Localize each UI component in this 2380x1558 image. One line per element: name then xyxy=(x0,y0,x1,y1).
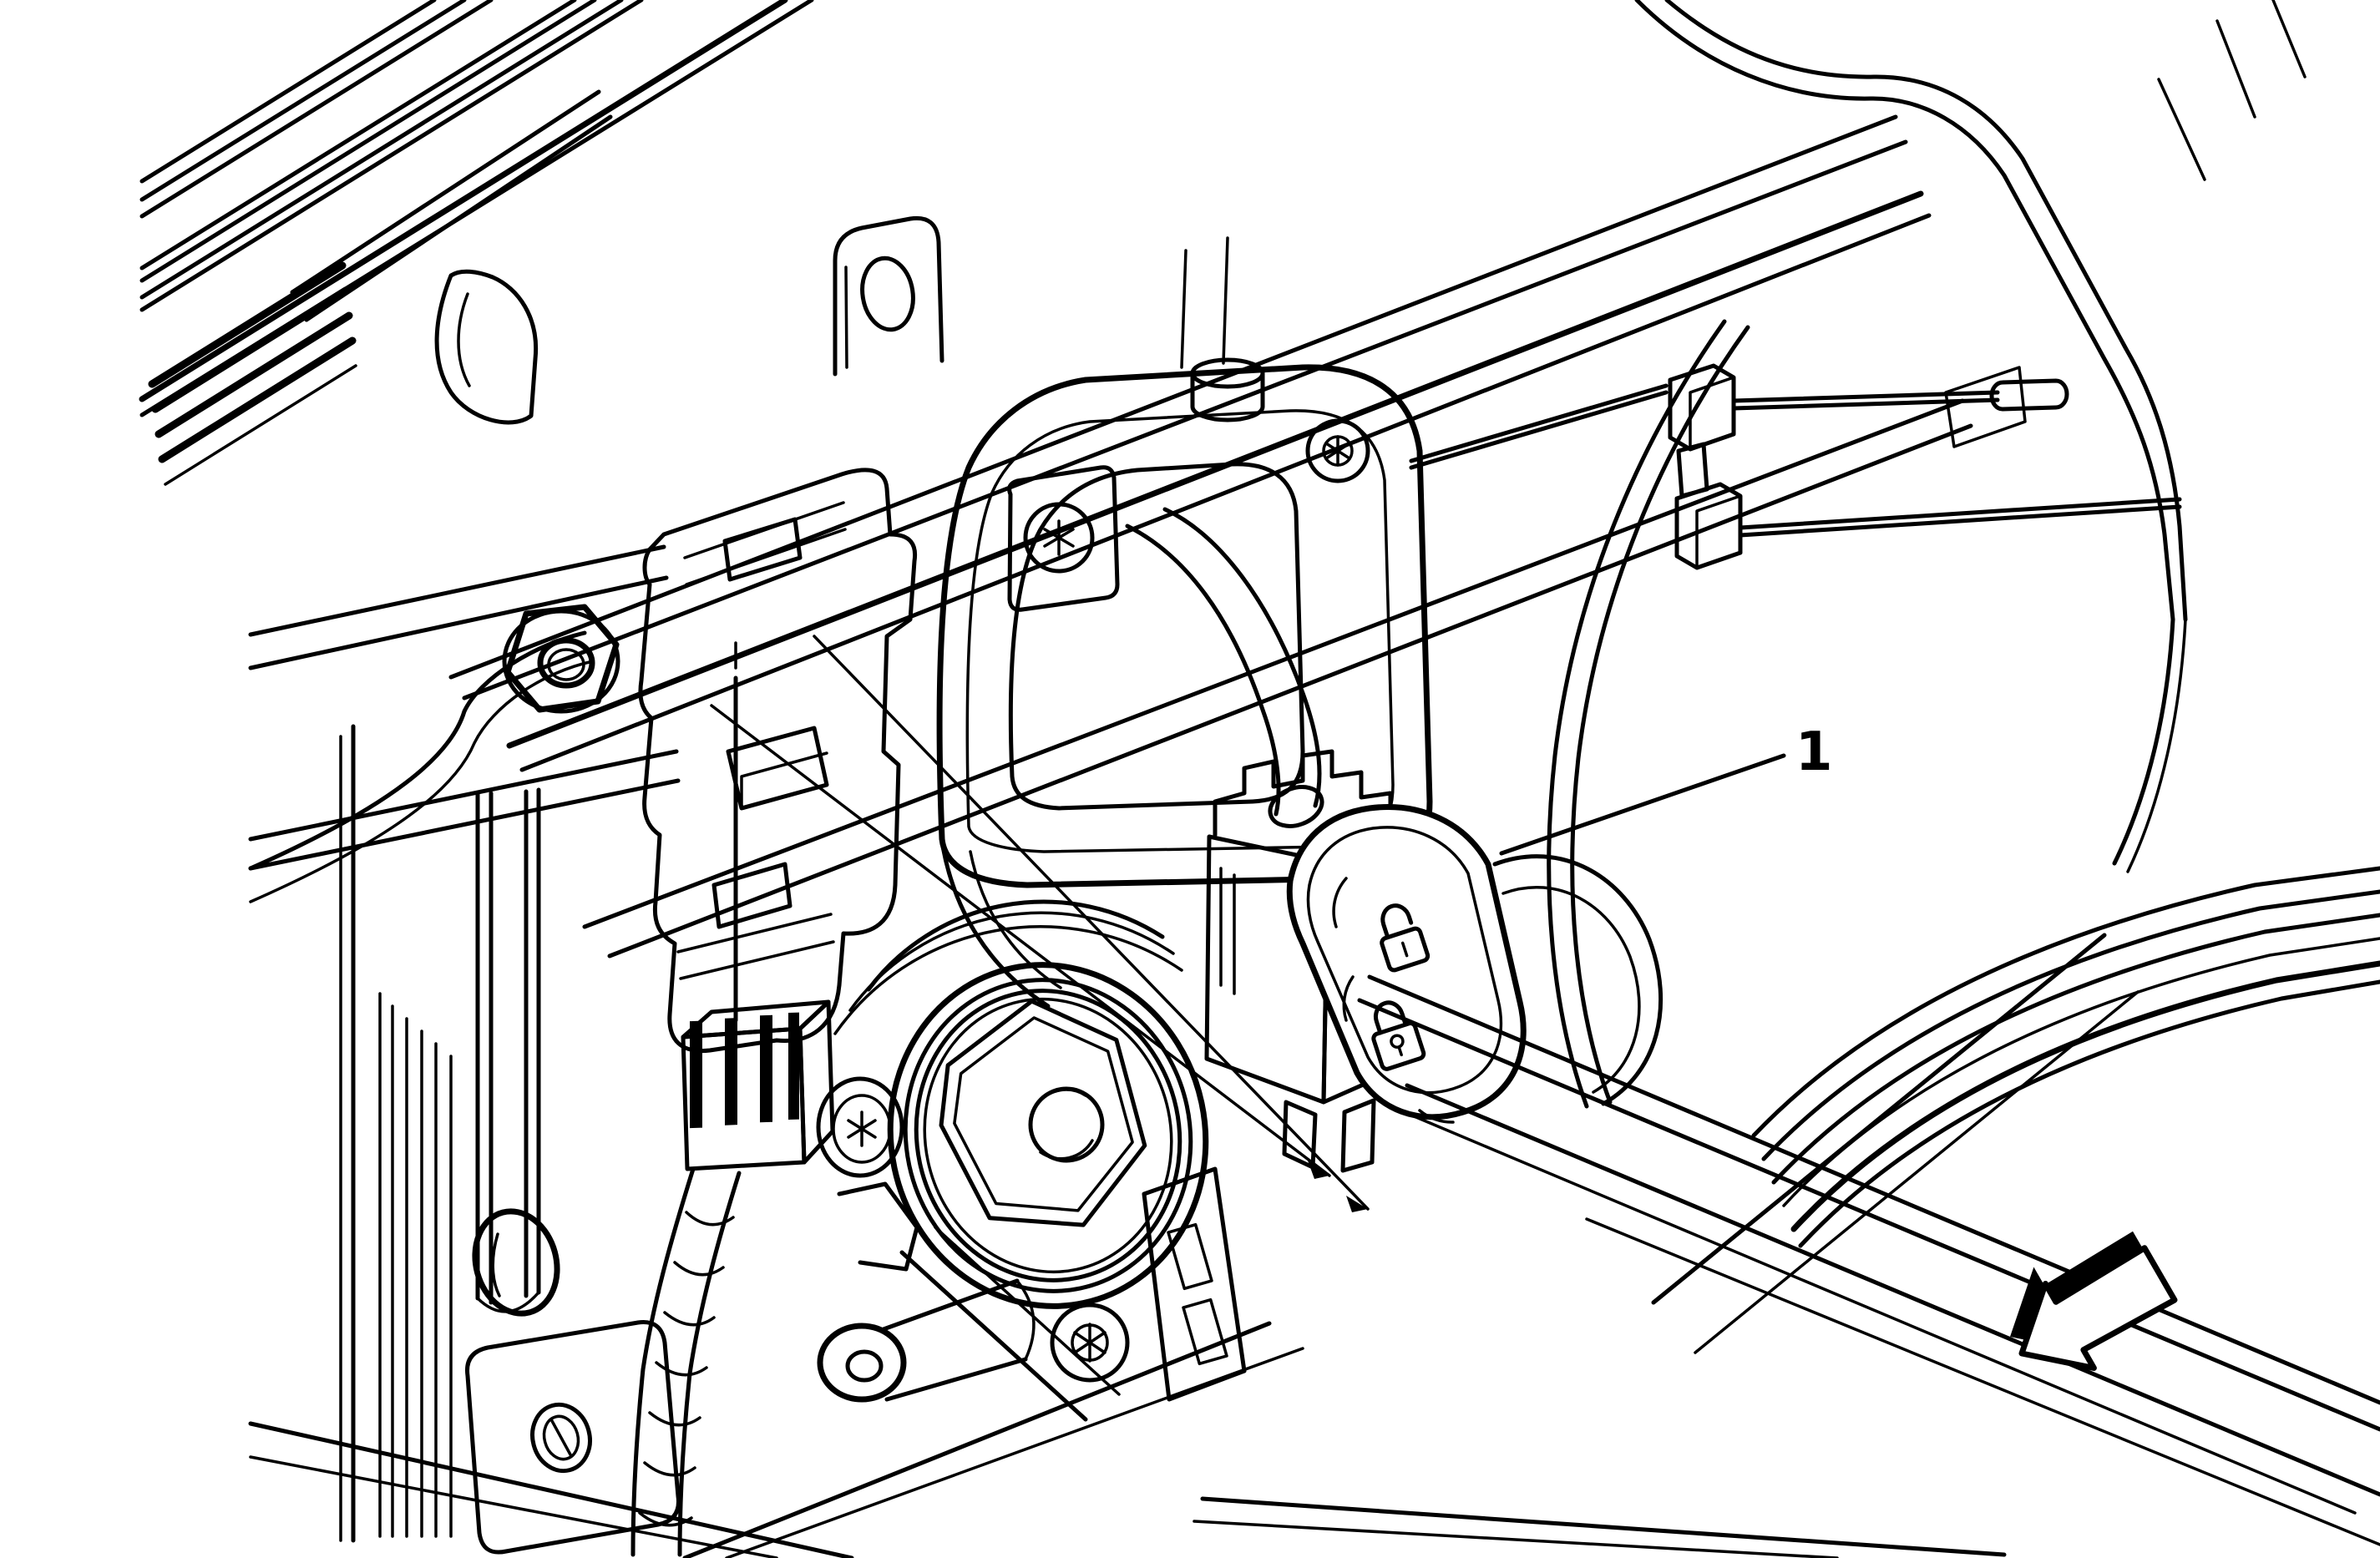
regulator-rail xyxy=(1193,319,2380,1558)
attachment-pointer-lines xyxy=(710,635,1370,1212)
padlock-locked-icon xyxy=(1371,1000,1426,1071)
door-hinge-pillar xyxy=(139,0,814,486)
torx-screw-icon xyxy=(1043,519,1075,556)
harness-connector xyxy=(630,641,835,1557)
regulator-drum xyxy=(833,899,1209,1309)
callout-1-label: 1 xyxy=(1795,721,1833,783)
callout-1-leader xyxy=(1499,753,1786,856)
callout-1: 1 xyxy=(1499,721,1833,856)
rail-bracket-tab xyxy=(833,215,944,377)
lock-rod-clips xyxy=(1409,363,2182,570)
door-belt-line-rail xyxy=(448,114,2027,959)
door-lock-actuator xyxy=(1204,749,1663,1173)
corrugated-conduit xyxy=(630,1166,742,1557)
torx-screw-icon xyxy=(1324,435,1351,467)
mounting-bracket xyxy=(248,468,918,1054)
window-frame xyxy=(1634,0,2307,873)
padlock-unlocked-icon xyxy=(1380,903,1431,973)
outer-panel-creases xyxy=(1651,866,2380,1354)
window-motor xyxy=(682,1076,1304,1558)
hex-nut xyxy=(502,604,620,714)
access-plate xyxy=(465,1208,681,1555)
direction-arrow-icon xyxy=(2010,1231,2178,1371)
